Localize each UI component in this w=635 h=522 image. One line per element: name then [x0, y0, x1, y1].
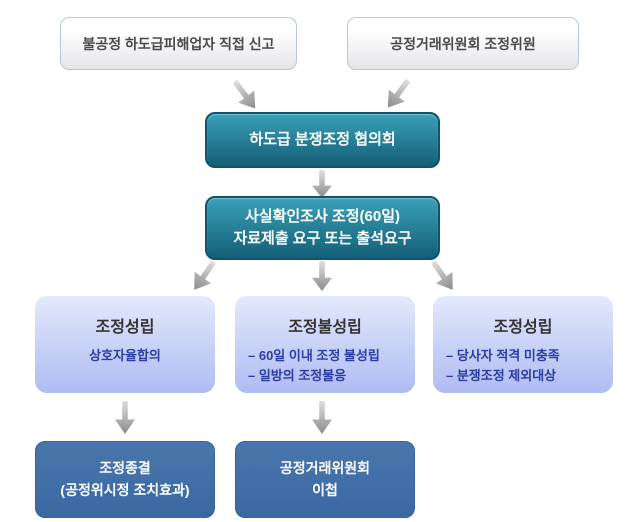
arrow-down-icon: [312, 170, 332, 198]
node-mediation-closed: 조정종결 (공정위시정 조치효과): [35, 441, 215, 518]
node-outcome-not-settled-details: – 60일 이내 조정 불성립 – 일방의 조정불응: [235, 346, 380, 386]
node-direct-report: 불공정 하도급피해업자 직접 신고: [60, 17, 297, 70]
node-transfer-to-ftc-line2: 이첩: [312, 481, 338, 498]
node-outcome-settled-title: 조정성립: [95, 319, 155, 336]
node-ftc-mediator-label: 공정거래위원회 조정위원: [390, 35, 536, 52]
node-mediation-council: 하도급 분쟁조정 협의회: [205, 112, 440, 168]
detail-line: – 당사자 적격 미충족: [446, 348, 560, 363]
node-outcome-not-settled: 조정불성립 – 60일 이내 조정 불성립 – 일방의 조정불응: [235, 296, 415, 393]
node-outcome-excluded-title: 조정성립: [493, 319, 553, 336]
node-outcome-settled-details: 상호자율합의: [89, 346, 161, 366]
node-outcome-not-settled-title: 조정불성립: [288, 319, 362, 336]
node-transfer-to-ftc-line1: 공정거래위원회: [279, 459, 371, 476]
arrow-down-right-icon: [425, 256, 461, 295]
detail-line: 상호자율합의: [89, 348, 161, 363]
node-fact-investigation-line2: 자료제출 요구 또는 출석요구: [233, 230, 412, 247]
node-mediation-closed-line1: 조정종결: [99, 459, 151, 476]
node-fact-investigation: 사실확인조사 조정(60일) 자료제출 요구 또는 출석요구: [205, 196, 440, 260]
node-outcome-settled: 조정성립 상호자율합의: [35, 296, 215, 393]
node-fact-investigation-line1: 사실확인조사 조정(60일): [244, 208, 401, 226]
node-mediation-closed-line2: (공정위시정 조치효과): [60, 481, 190, 498]
arrow-down-icon: [115, 401, 135, 434]
arrow-down-left-icon: [186, 256, 222, 295]
node-outcome-excluded-details: – 당사자 적격 미충족 – 분쟁조정 제외대상: [433, 346, 560, 386]
node-transfer-to-ftc: 공정거래위원회 이첩: [235, 441, 415, 518]
detail-line: – 분쟁조정 제외대상: [446, 368, 557, 384]
detail-line: – 60일 이내 조정 불성립: [248, 348, 380, 363]
arrow-down-right-icon: [227, 75, 263, 114]
arrow-down-icon: [312, 261, 332, 291]
node-ftc-mediator: 공정거래위원회 조정위원: [347, 17, 579, 70]
detail-line: – 일방의 조정불응: [248, 368, 347, 384]
node-outcome-excluded: 조정성립 – 당사자 적격 미충족 – 분쟁조정 제외대상: [433, 296, 613, 393]
arrow-down-icon: [312, 401, 332, 434]
arrow-down-left-icon: [380, 74, 416, 113]
node-direct-report-label: 불공정 하도급피해업자 직접 신고: [82, 35, 275, 52]
node-mediation-council-label: 하도급 분쟁조정 협의회: [249, 131, 396, 149]
